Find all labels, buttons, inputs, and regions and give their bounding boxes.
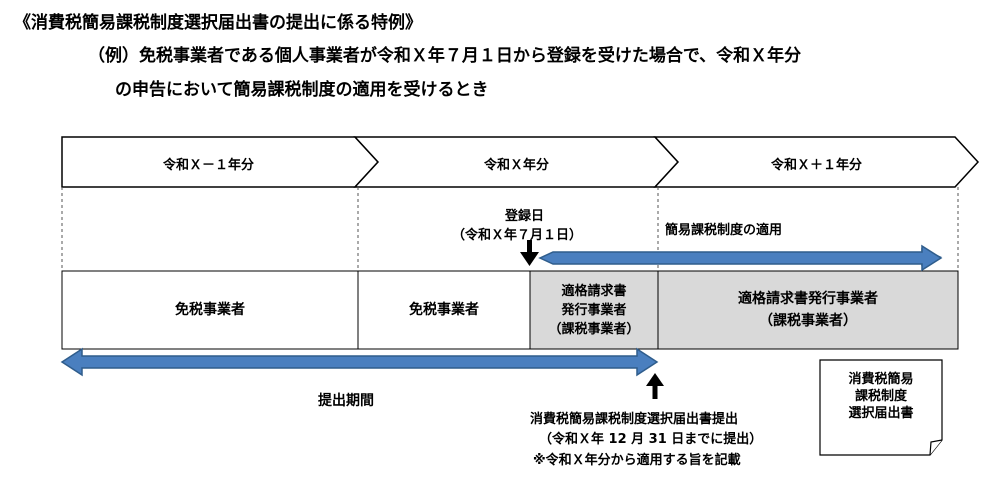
submission-note-line-1: 消費税簡易課税制度選択届出書提出 — [530, 412, 739, 427]
document-fold — [929, 439, 943, 456]
registration-label: 登録日 — [505, 209, 545, 224]
simplified-application-arrow-body — [538, 244, 943, 272]
year-chevron-3 — [653, 136, 980, 188]
example-line-2: の申告において簡易課税制度の適用を受けるとき — [115, 80, 489, 100]
status-cell-4-line-2: （課税事業者） — [759, 313, 857, 329]
status-cell-1 — [61, 270, 359, 350]
status-cell-2-text: 免税事業者 — [409, 302, 479, 318]
year-label-3: 令和Ｘ＋１年分 — [770, 158, 862, 173]
submission-note-line-3: ※令和Ｘ年分から適用する旨を記載 — [533, 453, 741, 468]
registration-down-arrow — [520, 240, 539, 266]
document-line-3: 選択届出書 — [848, 406, 914, 421]
simplified-application-label: 簡易課税制度の適用 — [665, 223, 783, 238]
submission-note-line-2: （令和Ｘ年 12 月 31 日までに提出） — [539, 432, 763, 447]
submission-up-arrow — [646, 373, 664, 399]
status-cell-3-text: 適格請求書 発行事業者 （課税事業者） — [530, 271, 658, 349]
status-cell-3-line-2: 発行事業者 — [561, 302, 627, 318]
document-text: 消費税簡易 課税制度 選択届出書 — [820, 371, 942, 422]
status-cell-2 — [357, 270, 531, 350]
registration-date: （令和Ｘ年７月１日） — [452, 228, 583, 243]
submission-period-label: 提出期間 — [318, 393, 374, 409]
status-cell-3 — [529, 270, 659, 350]
page-title: 《消費税簡易課税制度選択届出書の提出に係る特例》 — [14, 13, 422, 33]
year-label-2: 令和Ｘ年分 — [483, 158, 549, 173]
status-cell-4-text: 適格請求書発行事業者 （課税事業者） — [658, 271, 958, 349]
status-cell-3-line-1: 適格請求書 — [561, 283, 627, 299]
status-cell-3-line-3: （課税事業者） — [548, 321, 640, 337]
status-cell-1-text: 免税事業者 — [175, 302, 245, 318]
document-line-2: 課税制度 — [854, 389, 907, 404]
status-cell-4-line-1: 適格請求書発行事業者 — [738, 291, 878, 307]
document-line-1: 消費税簡易 — [848, 372, 914, 387]
submission-period-arrow — [60, 347, 659, 377]
year-label-1: 令和Ｘ－１年分 — [162, 158, 254, 173]
status-cell-4 — [657, 270, 959, 350]
example-line-1: （例）免税事業者である個人事業者が令和Ｘ年７月１日から登録を受けた場合で、令和Ｘ… — [88, 46, 802, 66]
